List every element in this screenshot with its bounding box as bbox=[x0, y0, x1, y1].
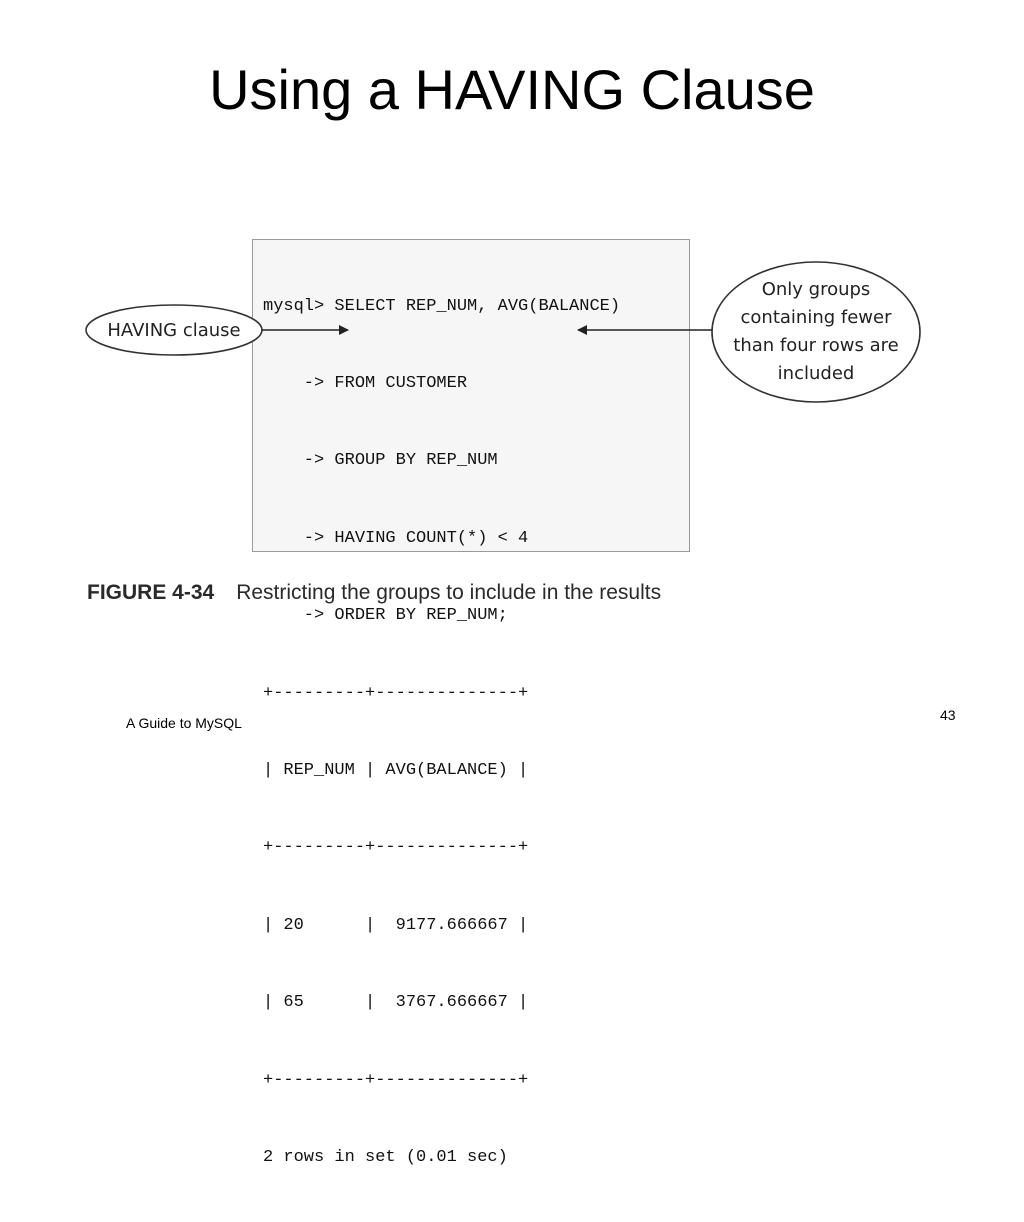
code-line: 2 rows in set (0.01 sec) bbox=[263, 1147, 508, 1167]
code-line: +---------+--------------+ bbox=[263, 838, 529, 858]
right-callout-label: Only groups containing fewer than four r… bbox=[712, 262, 920, 402]
right-callout-line: Only groups bbox=[761, 279, 871, 300]
left-callout-label: HAVING clause bbox=[107, 319, 241, 341]
code-line: +---------+--------------+ bbox=[263, 1070, 529, 1090]
code-line: -> HAVING COUNT(*) < 4 bbox=[263, 528, 529, 548]
code-line: -> FROM CUSTOMER bbox=[263, 373, 468, 393]
code-line: mysql> SELECT REP_NUM, AVG(BALANCE) bbox=[263, 296, 621, 316]
right-callout-line: containing fewer bbox=[740, 307, 892, 328]
figure-caption-text: Restricting the groups to include in the… bbox=[236, 581, 662, 604]
code-line: -> GROUP BY REP_NUM bbox=[263, 451, 498, 471]
page-number: 43 bbox=[940, 707, 956, 723]
code-line: | REP_NUM | AVG(BALANCE) | bbox=[263, 760, 529, 780]
right-callout-line: than four rows are bbox=[733, 335, 899, 356]
code-line: -> ORDER BY REP_NUM; bbox=[263, 606, 508, 626]
slide-title: Using a HAVING Clause bbox=[209, 58, 815, 121]
right-callout-line: included bbox=[777, 363, 855, 384]
code-line: +---------+--------------+ bbox=[263, 683, 529, 703]
sql-console-output: mysql> SELECT REP_NUM, AVG(BALANCE) -> F… bbox=[252, 239, 690, 1167]
code-lines: mysql> SELECT REP_NUM, AVG(BALANCE) -> F… bbox=[263, 242, 620, 1222]
figure-caption: FIGURE 4-34 Restricting the groups to inc… bbox=[87, 580, 661, 606]
code-line: | 20 | 9177.666667 | bbox=[263, 915, 529, 935]
code-line: | 65 | 3767.666667 | bbox=[263, 993, 529, 1013]
figure-number: FIGURE 4-34 bbox=[87, 581, 215, 604]
footer-text: A Guide to MySQL bbox=[126, 715, 242, 731]
